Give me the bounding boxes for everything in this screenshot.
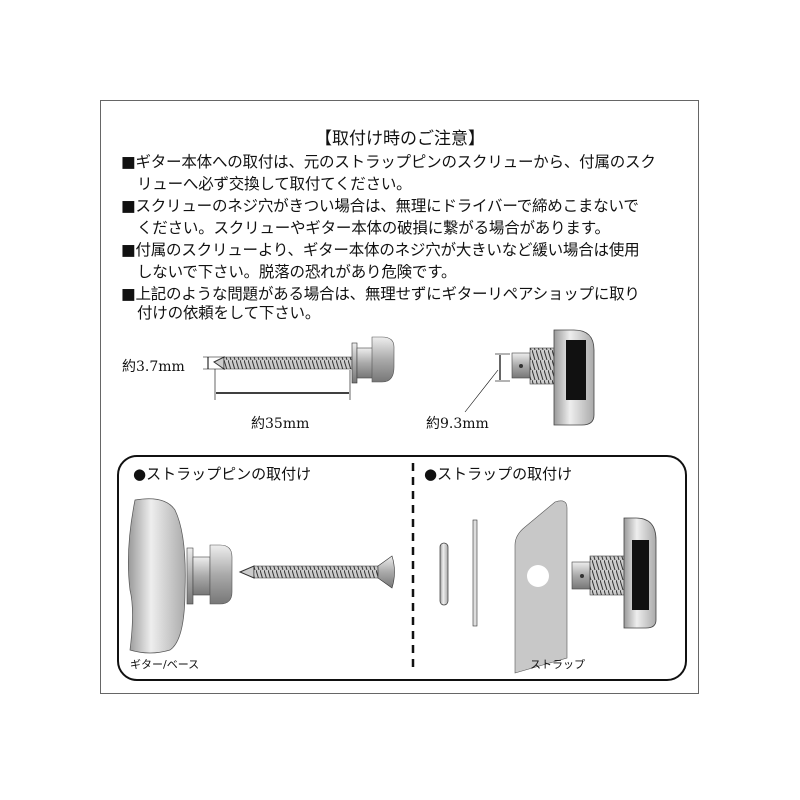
note-1-line-2: リューへ必ず交換して取付てください。 [137,175,412,193]
strap-label: ストラップ [530,658,585,671]
page-title: 【取付け時のご注意】 [315,129,485,149]
document-frame [100,100,699,694]
note-4-line-2: 付けの依頼をして下さい。 [137,304,321,322]
lock-diameter-label: 約9.3mm [426,416,489,432]
screw-with-pin-diagram [203,336,395,400]
installation-panel [117,455,687,681]
note-2-line-2: ください。スクリューやギター本体の破損に繋がる場合があります。 [137,219,610,237]
note-3-line-2: しないで下さい。脱落の恐れがあり危険です。 [137,263,457,281]
screw-length-label: 約35mm [251,416,310,432]
section-title-strap-install: ●ストラップの取付け [424,465,573,483]
note-2-line-1: ■スクリューのネジ穴がきつい場合は、無理にドライバーで締めこまないで [121,197,639,215]
strap-lock-diagram [464,329,595,426]
section-title-pin-install: ●ストラップピンの取付け [133,465,312,483]
strap-icon [514,500,568,674]
note-1-line-1: ■ギター本体への取付は、元のストラップピンのスクリューから、付属のスク [121,153,656,171]
screw-diameter-label: 約3.7mm [122,359,185,375]
guitar-label: ギター/ベース [130,658,200,671]
guitar-body-icon [128,498,186,654]
note-3-line-1: ■付属のスクリューより、ギター本体のネジ穴が大きいなど緩い場合は使用 [121,241,640,259]
note-4-line-1: ■上記のような問題がある場合は、無理せずにギターリペアショップに取り [121,285,640,303]
